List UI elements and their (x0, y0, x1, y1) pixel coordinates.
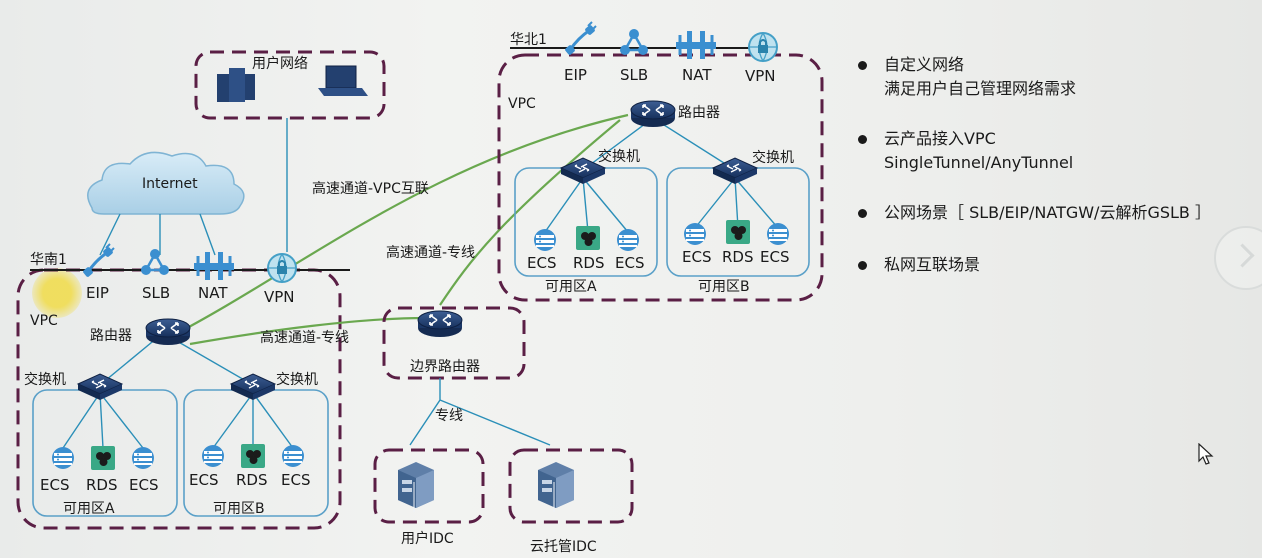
eip-label: EIP (564, 66, 587, 84)
router-south-label: 路由器 (90, 328, 132, 344)
ecs-icon (767, 223, 789, 245)
internet-cloud-icon (87, 151, 245, 215)
ecs-icon (52, 447, 74, 469)
ecs-icon (684, 223, 706, 245)
rds-label: RDS (573, 254, 605, 272)
slb-icon (618, 27, 650, 57)
nat-label: NAT (682, 66, 712, 84)
switch-south-b-label: 交换机 (276, 371, 318, 388)
bullet-dot (858, 61, 867, 70)
ecs-label: ECS (40, 476, 69, 494)
router-north-label: 路由器 (678, 105, 720, 121)
vpn-icon (748, 32, 778, 62)
ecs-label: ECS (760, 248, 789, 266)
rds-icon (726, 220, 750, 244)
ecs-icon (282, 445, 304, 467)
switch-north-b-label: 交换机 (752, 149, 794, 166)
user-network-box (194, 50, 386, 120)
eip-icon (562, 20, 598, 58)
switch-south-b-icon (230, 373, 276, 401)
border-router-box (382, 306, 526, 380)
bullet-dot (858, 261, 867, 270)
internet-label: Internet (142, 176, 198, 192)
ecs-label: ECS (129, 476, 158, 494)
ecs-label: ECS (682, 248, 711, 266)
vpc-north-label: VPC (508, 96, 536, 112)
slb-label: SLB (620, 66, 648, 84)
vpc-interconnect-line (169, 113, 629, 338)
eip-label: EIP (86, 284, 109, 302)
list-item-line1: 公网场景［ SLB/EIP/NATGW/云解析GSLB ］ (884, 203, 1211, 222)
list-item-line2: 满足用户自己管理网络需求 (884, 79, 1077, 98)
switch-north-b-icon (712, 157, 758, 185)
leased-line-label: 专线 (435, 408, 463, 424)
nat-label: NAT (198, 284, 228, 302)
express-line-label-top: 高速通道-专线 (386, 244, 475, 261)
ecs-icon (132, 447, 154, 469)
ecs-label: ECS (281, 471, 310, 489)
user-network-label: 用户网络 (252, 55, 308, 72)
router-north-icon (630, 100, 676, 128)
rds-icon (241, 444, 265, 468)
border-router-label: 边界路由器 (410, 359, 480, 375)
nat-icon (192, 250, 236, 282)
rds-label: RDS (236, 471, 268, 489)
vpn-label: VPN (264, 288, 295, 306)
ecs-icon (617, 229, 639, 251)
north-region-label: 华北1 (510, 32, 547, 48)
cloud-idc-box (508, 448, 634, 524)
express-vpc-label: 高速通道-VPC互联 (312, 180, 429, 197)
mouse-cursor-icon (1198, 443, 1214, 465)
router-south-icon (145, 318, 191, 346)
laptop-icon (318, 65, 368, 96)
switch-south-a-icon (77, 373, 123, 401)
eip-icon (80, 242, 116, 280)
ecs-icon (202, 445, 224, 467)
list-item-line1: 私网互联场景 (884, 255, 981, 274)
vpn-label: VPN (745, 67, 776, 85)
rds-label: RDS (722, 248, 754, 266)
user-idc-icon (397, 461, 435, 513)
zone-b-south-label: 可用区B (213, 501, 265, 517)
border-router-icon (417, 310, 463, 338)
vpn-icon (267, 253, 297, 283)
server-icon (217, 68, 255, 102)
slb-label: SLB (142, 284, 170, 302)
user-idc-label: 用户IDC (401, 530, 454, 547)
switch-north-a-label: 交换机 (598, 148, 640, 165)
user-idc-box (373, 448, 485, 524)
cloud-idc-label: 云托管IDC (530, 539, 597, 555)
rds-label: RDS (86, 476, 118, 494)
cloud-idc-icon (537, 461, 575, 513)
ecs-icon (534, 229, 556, 251)
bullet-dot (858, 209, 867, 218)
zone-a-north-label: 可用区A (545, 279, 597, 295)
ecs-label: ECS (527, 254, 556, 272)
zone-a-south-label: 可用区A (63, 501, 115, 517)
switch-south-a-label: 交换机 (24, 371, 66, 388)
list-item-line1: 云产品接入VPC (884, 129, 996, 148)
rds-icon (91, 446, 115, 470)
slb-icon (139, 247, 171, 277)
pointer-highlight (32, 268, 82, 318)
list-item-line2: SingleTunnel/AnyTunnel (884, 153, 1074, 172)
ecs-label: ECS (189, 471, 218, 489)
list-item-line1: 自定义网络 (884, 55, 965, 74)
next-slide-button[interactable] (1214, 226, 1262, 290)
vpc-south-label: VPC (30, 313, 58, 329)
ecs-label: ECS (615, 254, 644, 272)
south-region-label: 华南1 (30, 252, 67, 268)
zone-b-north-label: 可用区B (698, 279, 750, 295)
bullet-dot (858, 135, 867, 144)
rds-icon (576, 226, 600, 250)
vpc-north-boundary (497, 53, 824, 302)
express-line-label-bottom: 高速通道-专线 (260, 329, 349, 346)
